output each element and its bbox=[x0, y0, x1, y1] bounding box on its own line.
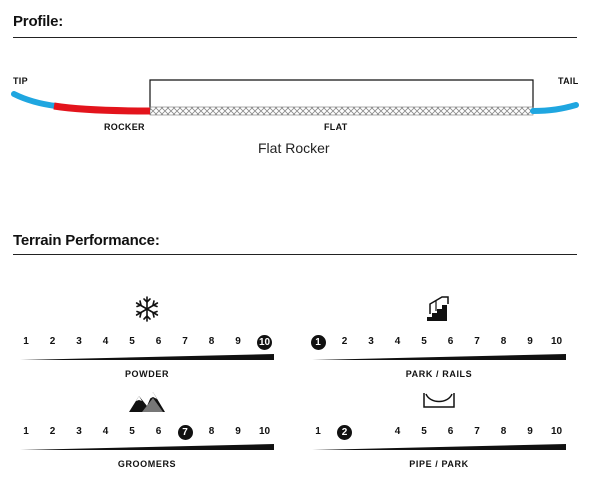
meter-label: GROOMERS bbox=[117, 459, 177, 469]
rating-number: 2 bbox=[49, 426, 56, 437]
tip-section bbox=[11, 91, 59, 109]
rating-number: 3 bbox=[76, 336, 82, 347]
terrain-heading: Terrain Performance: bbox=[13, 232, 160, 249]
stairs-rail-icon bbox=[424, 294, 454, 324]
rating-number: 8 bbox=[500, 336, 507, 347]
rating-number: 1 bbox=[315, 426, 321, 437]
rating-number: 4 bbox=[394, 426, 401, 437]
rating-scale: 1 2 3 4 5 6 7 8 9 10 bbox=[20, 334, 274, 350]
rating-number: 9 bbox=[527, 426, 533, 437]
rating-scale: 1 2 3 4 5 6 7 8 9 10 bbox=[20, 424, 274, 440]
meter-label: PIPE / PARK bbox=[409, 459, 469, 469]
mountain-icon bbox=[127, 388, 167, 418]
rating-scale: 1 2 3 4 5 6 7 8 9 10 bbox=[310, 334, 566, 350]
scale-wedge bbox=[312, 354, 566, 360]
tip-label: TIP bbox=[13, 76, 28, 86]
rating-number: 10 bbox=[550, 336, 563, 347]
profile-heading: Profile: bbox=[13, 13, 64, 30]
profile-diagram: TIP TAIL ROCKER FLAT bbox=[0, 60, 594, 170]
profile-caption: Flat Rocker bbox=[258, 140, 330, 156]
rating-selected: 1 bbox=[310, 334, 326, 350]
scale-wedge bbox=[312, 444, 566, 450]
rating-number: 1 bbox=[23, 426, 29, 437]
meter-park-rails: 1 2 3 4 5 6 7 8 9 10 PARK / RAILS bbox=[310, 296, 566, 404]
profile-divider bbox=[13, 37, 577, 38]
meter-label: PARK / RAILS bbox=[405, 369, 473, 379]
meter-powder: 1 2 3 4 5 6 7 8 9 10 POWDER bbox=[20, 296, 274, 404]
rating-number: 10 bbox=[550, 426, 563, 437]
rating-number: 5 bbox=[421, 426, 427, 437]
rating-number: 5 bbox=[421, 336, 427, 347]
flat-bracket bbox=[149, 79, 534, 110]
rating-number: 5 bbox=[129, 336, 135, 347]
meter-label: POWDER bbox=[124, 369, 170, 379]
snowflake-icon bbox=[132, 294, 162, 324]
profile-shape bbox=[11, 79, 579, 116]
rating-number: 3 bbox=[368, 336, 374, 347]
rocker-label: ROCKER bbox=[104, 122, 145, 132]
rating-number: 2 bbox=[49, 336, 56, 347]
rating-number: 8 bbox=[208, 426, 215, 437]
rating-scale: 1 2 4 5 6 7 8 9 10 bbox=[312, 424, 566, 440]
rating-number: 4 bbox=[102, 426, 109, 437]
meter-groomers: 1 2 3 4 5 6 7 8 9 10 GROOMERS bbox=[20, 392, 274, 494]
scale-wedge bbox=[20, 354, 274, 360]
rating-number: 3 bbox=[76, 426, 82, 437]
rating-selected: 7 bbox=[177, 424, 193, 440]
rating-number: 6 bbox=[155, 426, 162, 437]
rating-number: 10 bbox=[258, 426, 271, 437]
terrain-divider bbox=[13, 254, 577, 255]
rocker-section bbox=[53, 102, 151, 115]
rating-number: 5 bbox=[129, 426, 135, 437]
rating-number: 1 bbox=[23, 336, 29, 347]
rating-number: 9 bbox=[235, 336, 241, 347]
rating-number: 6 bbox=[447, 336, 454, 347]
rating-selected: 10 bbox=[257, 334, 272, 350]
rating-number: 4 bbox=[102, 336, 109, 347]
rating-number: 7 bbox=[182, 336, 188, 347]
flat-label: FLAT bbox=[324, 122, 348, 132]
meter-pipe-park: 1 2 4 5 6 7 8 9 10 PIPE / PARK bbox=[312, 393, 566, 494]
scale-wedge bbox=[20, 444, 274, 450]
rating-number: 6 bbox=[447, 426, 454, 437]
rating-number: 6 bbox=[155, 336, 162, 347]
tail-section bbox=[530, 102, 579, 114]
rating-selected: 2 bbox=[337, 424, 352, 440]
rating-number: 2 bbox=[341, 336, 348, 347]
halfpipe-icon bbox=[422, 390, 456, 420]
tail-label: TAIL bbox=[558, 76, 579, 86]
rating-number: 9 bbox=[235, 426, 241, 437]
rating-number: 8 bbox=[500, 426, 507, 437]
rating-number: 9 bbox=[527, 336, 533, 347]
flat-section bbox=[149, 106, 534, 116]
rating-number: 7 bbox=[474, 336, 480, 347]
rating-number: 8 bbox=[208, 336, 215, 347]
rating-number: 7 bbox=[474, 426, 480, 437]
rating-number: 4 bbox=[394, 336, 401, 347]
